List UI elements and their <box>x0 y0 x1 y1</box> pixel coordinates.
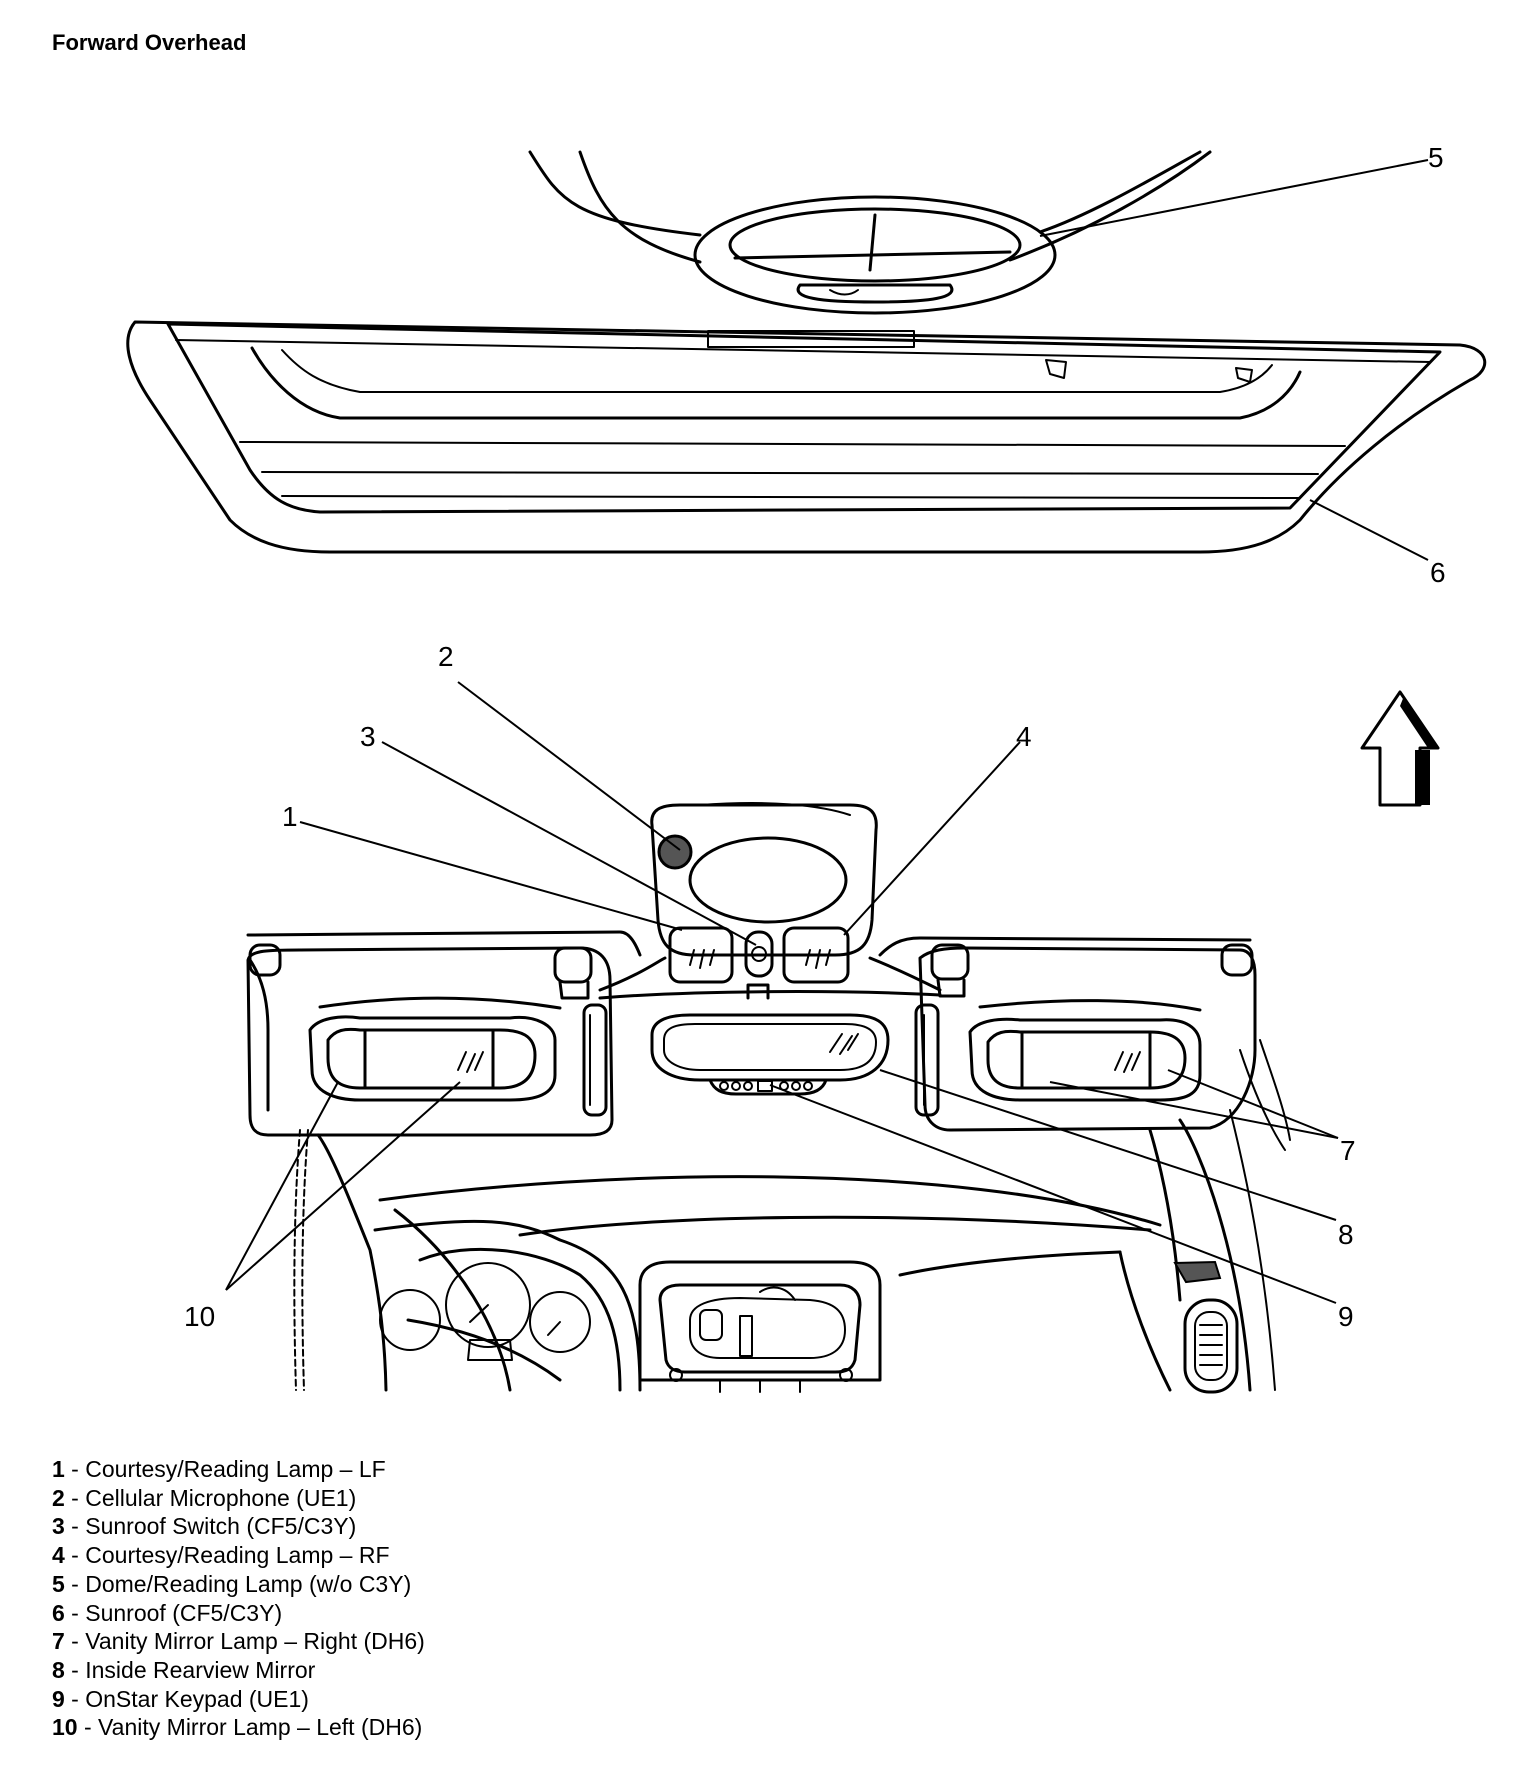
legend-item: 5 - Dome/Reading Lamp (w/o C3Y) <box>52 1570 412 1597</box>
leader-lines <box>225 159 1429 1304</box>
legend-item: 7 - Vanity Mirror Lamp – Right (DH6) <box>52 1628 425 1655</box>
overhead-console <box>650 802 878 984</box>
legend-text: Cellular Microphone (UE1) <box>85 1484 357 1511</box>
legend-item: 3 - Sunroof Switch (CF5/C3Y) <box>52 1513 357 1540</box>
legend-text: Sunroof Switch (CF5/C3Y) <box>85 1513 357 1540</box>
legend-number: 9 <box>52 1685 65 1712</box>
legend-number: 10 <box>52 1714 78 1741</box>
right-vanity-mirror <box>1020 1030 1152 1090</box>
legend-text: Dome/Reading Lamp (w/o C3Y) <box>85 1570 412 1597</box>
forward-arrow <box>1360 690 1440 807</box>
left-sun-visor <box>246 943 614 1137</box>
cellular-microphone-icon <box>657 834 693 870</box>
callout-7: 7 <box>1340 1135 1356 1166</box>
legend-item: 9 - OnStar Keypad (UE1) <box>52 1685 309 1712</box>
sunroof-switch <box>744 930 774 978</box>
legend-number: 3 <box>52 1513 65 1540</box>
callout-9: 9 <box>1338 1301 1354 1332</box>
legend-text: Vanity Mirror Lamp – Right (DH6) <box>85 1628 425 1655</box>
legend-text: Courtesy/Reading Lamp – RF <box>85 1542 390 1569</box>
callout-2: 2 <box>438 641 454 672</box>
legend-number: 6 <box>52 1599 65 1626</box>
right-sun-visor <box>914 943 1257 1132</box>
callout-10: 10 <box>184 1301 215 1332</box>
left-vanity-mirror <box>363 1028 495 1090</box>
rf-reading-lamp <box>782 926 850 984</box>
lf-reading-lamp <box>668 926 734 984</box>
legend-text: Sunroof (CF5/C3Y) <box>85 1599 283 1626</box>
dome-reading-lamp <box>693 195 1057 315</box>
sunroof-drawing <box>126 150 1487 554</box>
legend-number: 5 <box>52 1570 65 1597</box>
legend-text: Courtesy/Reading Lamp – LF <box>85 1456 386 1482</box>
legend-number: 7 <box>52 1628 65 1655</box>
callout-1: 1 <box>282 801 298 832</box>
sunroof-panel <box>126 320 1487 554</box>
legend-item: 6 - Sunroof (CF5/C3Y) <box>52 1599 283 1626</box>
legend-text: OnStar Keypad (UE1) <box>85 1685 309 1712</box>
legend-number: 1 <box>52 1456 65 1482</box>
callout-3: 3 <box>360 721 376 752</box>
legend-number: 8 <box>52 1656 65 1683</box>
forward-overhead-diagram: 1 2 3 4 5 6 7 8 9 10 <box>126 142 1487 1394</box>
legend-text: Inside Rearview Mirror <box>85 1656 316 1683</box>
interior-drawing <box>246 802 1291 1394</box>
callout-labels: 1 2 3 4 5 6 7 8 9 10 <box>184 142 1446 1332</box>
legend-item: 1 - Courtesy/Reading Lamp – LF <box>52 1456 386 1482</box>
right-vent <box>1173 1260 1239 1394</box>
callout-6: 6 <box>1430 557 1446 588</box>
inside-rearview-mirror <box>650 1013 890 1096</box>
legend-text: Vanity Mirror Lamp – Left (DH6) <box>98 1714 423 1741</box>
callout-4: 4 <box>1016 721 1032 752</box>
legend-number: 2 <box>52 1484 65 1511</box>
instrument-cluster <box>379 1262 591 1361</box>
page-title: Forward Overhead <box>52 30 247 55</box>
callout-8: 8 <box>1338 1219 1354 1250</box>
legend-item: 4 - Courtesy/Reading Lamp – RF <box>52 1542 390 1569</box>
legend-item: 10 - Vanity Mirror Lamp – Left (DH6) <box>52 1714 423 1741</box>
legend-number: 4 <box>52 1542 65 1569</box>
onstar-keypad <box>708 1078 828 1096</box>
legend-list: 1 - Courtesy/Reading Lamp – LF 2 - Cellu… <box>52 1455 425 1742</box>
legend-item: 2 - Cellular Microphone (UE1) <box>52 1484 357 1511</box>
legend-item: 8 - Inside Rearview Mirror <box>52 1656 316 1683</box>
callout-5: 5 <box>1428 142 1444 173</box>
center-stack <box>638 1260 882 1393</box>
